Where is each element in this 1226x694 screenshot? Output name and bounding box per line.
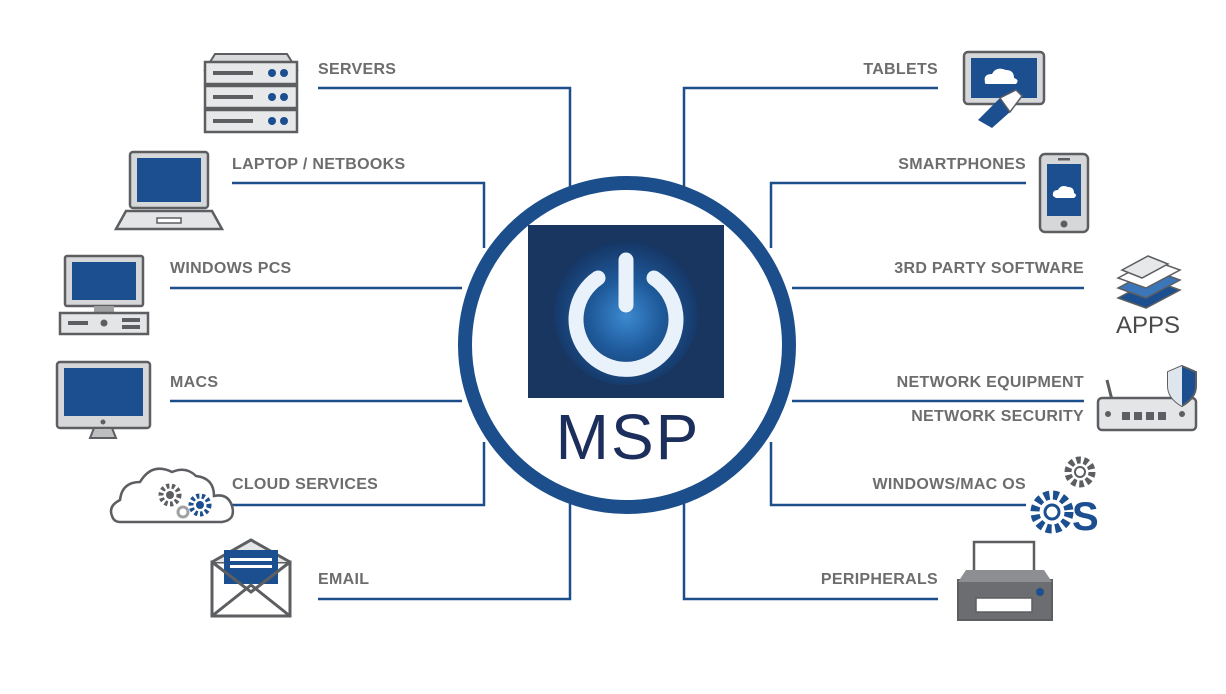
envelope-icon bbox=[210, 538, 292, 618]
power-logo-icon bbox=[528, 225, 724, 398]
svg-text:S: S bbox=[1072, 495, 1099, 539]
connector-cloud bbox=[232, 442, 486, 507]
laptop-icon bbox=[113, 150, 225, 231]
label-network-security: NETWORK SECURITY bbox=[911, 408, 1084, 425]
label-os: WINDOWS/MAC OS bbox=[872, 476, 1026, 493]
label-windows-pcs: WINDOWS PCS bbox=[170, 260, 292, 277]
smartphone-icon bbox=[1038, 152, 1090, 234]
apps-stack-icon bbox=[1116, 255, 1182, 309]
connector-servers bbox=[318, 86, 572, 188]
msp-title: MSP bbox=[555, 401, 701, 473]
connector-smartphones bbox=[769, 181, 1026, 248]
connector-tablets bbox=[682, 86, 938, 188]
connector-lines-right bbox=[682, 86, 1084, 601]
connector-lines-left bbox=[170, 86, 572, 601]
label-smartphones: SMARTPHONES bbox=[898, 156, 1026, 173]
connector-email bbox=[318, 502, 572, 601]
label-servers: SERVERS bbox=[318, 61, 397, 78]
label-macs: MACS bbox=[170, 374, 219, 391]
label-email: EMAIL bbox=[318, 571, 370, 588]
connector-laptops bbox=[232, 181, 486, 248]
connector-peripherals bbox=[682, 502, 938, 601]
server-rack-icon bbox=[203, 53, 299, 134]
label-laptops: LAPTOP / NETBOOKS bbox=[232, 156, 406, 173]
apps-caption: APPS bbox=[1115, 312, 1181, 339]
router-shield-icon bbox=[1096, 364, 1198, 432]
label-network-equipment: NETWORK EQUIPMENT bbox=[896, 374, 1084, 391]
connector-os bbox=[769, 442, 1026, 507]
label-software: 3RD PARTY SOFTWARE bbox=[894, 260, 1084, 277]
printer-icon bbox=[957, 540, 1053, 621]
desktop-pc-icon bbox=[58, 254, 150, 336]
cloud-gears-icon bbox=[109, 467, 235, 524]
imac-icon bbox=[55, 360, 152, 439]
label-peripherals: PERIPHERALS bbox=[820, 571, 938, 588]
os-gears-icon: S bbox=[1030, 456, 1099, 539]
label-cloud: CLOUD SERVICES bbox=[232, 476, 379, 493]
tablet-touch-icon bbox=[962, 50, 1046, 128]
label-tablets: TABLETS bbox=[863, 61, 938, 78]
